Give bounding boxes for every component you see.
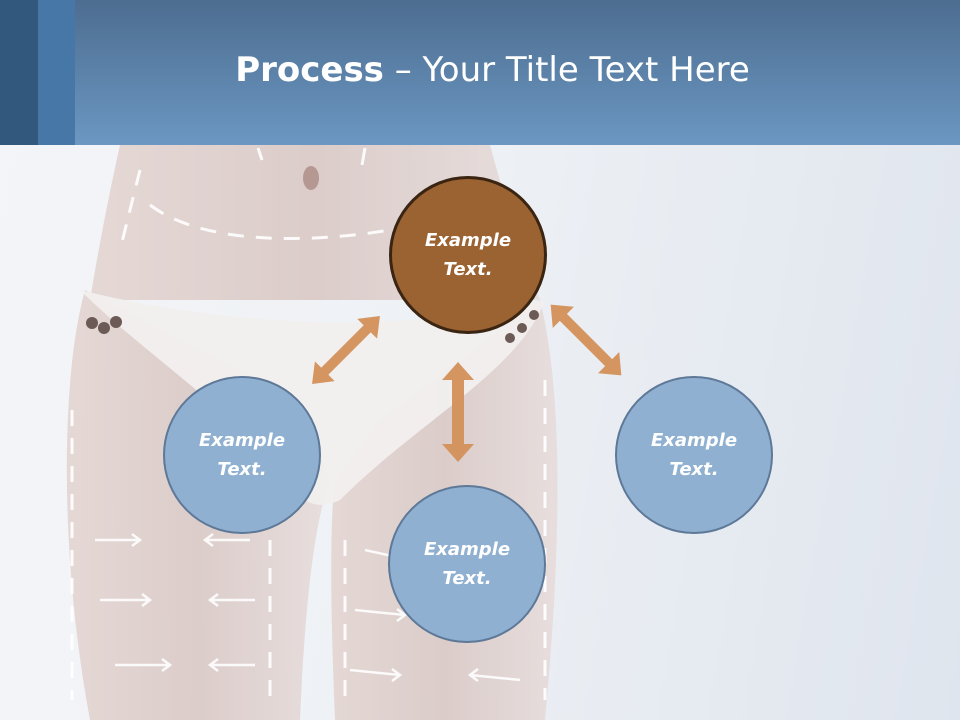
header-accent-strip-light <box>38 0 75 145</box>
double-arrow-bottom <box>442 362 474 462</box>
node-bottom-line1: Example <box>423 539 511 560</box>
node-right-line2: Text. <box>669 459 719 480</box>
header-band <box>0 0 960 145</box>
double-arrow-right <box>550 304 622 376</box>
slide-title: Process – Your Title Text Here <box>0 50 960 90</box>
header-accent-strip <box>0 0 38 145</box>
title-rest: – Your Title Text Here <box>383 50 750 90</box>
node-left-line2: Text. <box>217 459 267 480</box>
double-arrow-left <box>312 316 380 384</box>
node-bottom-line2: Text. <box>442 568 492 589</box>
node-right-line1: Example <box>650 430 738 451</box>
node-left-line1: Example <box>198 430 286 451</box>
node-top-line1: Example <box>424 230 512 251</box>
title-bold: Process <box>235 50 384 90</box>
node-top-line2: Text. <box>443 259 493 280</box>
